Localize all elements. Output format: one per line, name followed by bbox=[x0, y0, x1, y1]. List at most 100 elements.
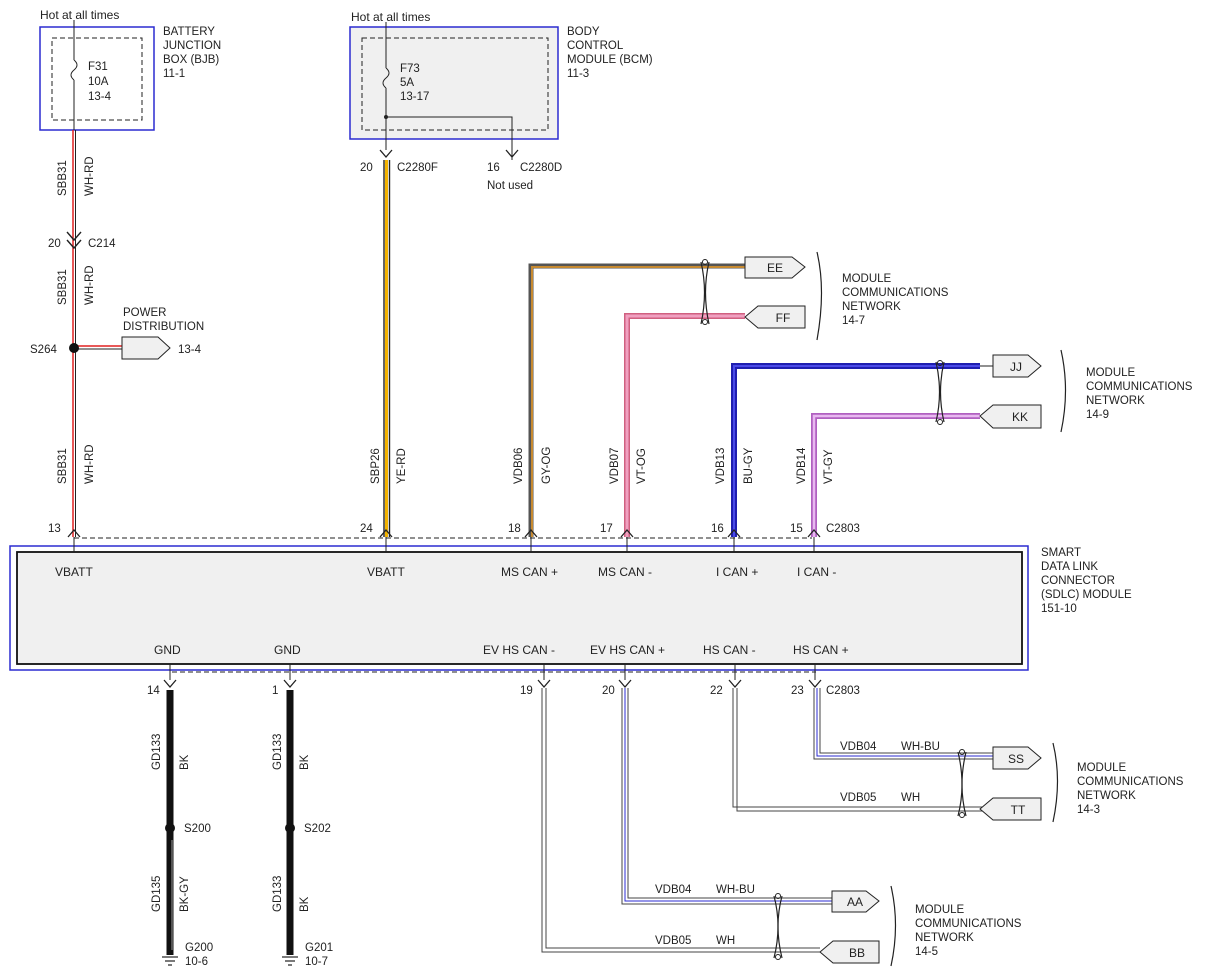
sdlc-label-ms-can-minus: MS CAN - bbox=[598, 565, 652, 579]
fuse-f31-amp: 10A bbox=[88, 76, 109, 88]
wh-label-2: WH bbox=[716, 935, 735, 947]
gd135-label: GD135 bbox=[151, 876, 163, 912]
gy-og-label: GY-OG bbox=[541, 447, 553, 484]
network-14-9-l3: NETWORK bbox=[1086, 395, 1145, 407]
vdb06-label: VDB06 bbox=[513, 448, 525, 484]
connector-c2280d: C2280D bbox=[520, 162, 562, 174]
sdlc-bottom-pin-1: 1 bbox=[272, 685, 278, 697]
vdb13-label: VDB13 bbox=[715, 448, 727, 484]
twisted-pair-icon bbox=[957, 749, 967, 818]
connector-bb-label: BB bbox=[849, 946, 865, 960]
connector-arrow-icon bbox=[66, 231, 82, 242]
wire-sbp26: SBP26 YE-RD bbox=[370, 160, 408, 537]
wh-rd-label-1: WH-RD bbox=[84, 156, 96, 196]
vdb04-label-1: VDB04 bbox=[840, 741, 877, 753]
power-distribution-connector-icon bbox=[121, 336, 171, 360]
network-14-5-l1: MODULE bbox=[915, 904, 965, 916]
bjb-ref: 11-1 bbox=[163, 68, 185, 80]
power-ref: 13-4 bbox=[178, 344, 202, 356]
ground-g201-circuit: S202 GD133 BK GD133 BK G201 10-7 bbox=[272, 690, 333, 968]
bcm-hot-label: Hot at all times bbox=[351, 10, 430, 24]
vdb14-label: VDB14 bbox=[796, 447, 808, 484]
ground-icon bbox=[282, 956, 298, 966]
bk-label-2: BK bbox=[299, 754, 311, 770]
wh-bu-label-1: WH-BU bbox=[901, 741, 940, 753]
network-14-7-l2: COMMUNICATIONS bbox=[842, 287, 949, 299]
body-control-module: Hot at all times F73 5A 13-17 BODY CONTR… bbox=[349, 10, 653, 150]
connector-ee: EE bbox=[744, 256, 806, 279]
sdlc-label-gnd-1: GND bbox=[154, 643, 181, 657]
c214-label: C214 bbox=[88, 238, 116, 250]
sdlc-label-i-can-plus: I CAN + bbox=[716, 565, 758, 579]
sdlc-top-pin-24: 24 bbox=[360, 523, 373, 535]
network-14-3: MODULE COMMUNICATIONS NETWORK 14-3 bbox=[1052, 742, 1184, 823]
sbp26-label: SBP26 bbox=[370, 448, 382, 484]
fuse-f73-icon bbox=[382, 67, 390, 89]
twisted-pair-icon bbox=[935, 360, 945, 425]
bjb-name-3: BOX (BJB) bbox=[163, 54, 219, 66]
network-14-9: MODULE COMMUNICATIONS NETWORK 14-9 bbox=[1060, 349, 1193, 433]
sdlc-bottom-pin-14: 14 bbox=[147, 685, 160, 697]
sdlc-top-connector: C2803 bbox=[826, 523, 860, 535]
connector-tag-icon bbox=[831, 890, 880, 913]
s264-label: S264 bbox=[30, 344, 57, 356]
bcm-name-3: MODULE (BCM) bbox=[567, 54, 653, 66]
network-14-3-ref: 14-3 bbox=[1077, 804, 1100, 816]
wire-ev-hs-can: VDB04 WH-BU VDB05 WH bbox=[541, 688, 832, 953]
sdlc-name-3: CONNECTOR bbox=[1041, 575, 1115, 587]
bk-gy-label: BK-GY bbox=[179, 876, 191, 912]
sdlc-label-hs-can-minus: HS CAN - bbox=[703, 643, 756, 657]
vt-gy-label: VT-GY bbox=[823, 449, 835, 484]
connector-tag-icon bbox=[992, 354, 1042, 378]
wire-vdb07: VDB07 VT-OG bbox=[609, 313, 745, 537]
s200-label: S200 bbox=[184, 823, 211, 835]
bjb-name-1: BATTERY bbox=[163, 26, 215, 38]
sdlc-top-pin-16: 16 bbox=[711, 523, 724, 535]
sdlc-label-vbatt-2: VBATT bbox=[367, 565, 405, 579]
network-14-9-ref: 14-9 bbox=[1086, 409, 1109, 421]
c214-pin: 20 bbox=[48, 238, 61, 250]
bjb-hot-label: Hot at all times bbox=[40, 8, 119, 22]
sdlc-top-pin-13: 13 bbox=[48, 523, 61, 535]
network-14-5-l3: NETWORK bbox=[915, 932, 974, 944]
sdlc-bottom-pin-23: 23 bbox=[791, 685, 804, 697]
wire-hs-can: VDB04 WH-BU VDB05 WH bbox=[732, 688, 993, 812]
fuse-f31-id: F31 bbox=[88, 61, 108, 73]
network-14-3-l2: COMMUNICATIONS bbox=[1077, 776, 1184, 788]
power-label-2: DISTRIBUTION bbox=[123, 321, 204, 333]
sdlc-top-pins: 13 24 18 17 16 15 C2803 bbox=[48, 523, 860, 552]
wire-vdb14: VDB14 VT-GY bbox=[796, 413, 980, 537]
sdlc-bottom-connector: C2803 bbox=[826, 685, 860, 697]
bracket-icon bbox=[1060, 349, 1067, 433]
connector-ff-label: FF bbox=[776, 311, 791, 325]
sdlc-label-gnd-2: GND bbox=[274, 643, 301, 657]
vdb04-label-2: VDB04 bbox=[655, 884, 692, 896]
fuse-f73-ref: 13-17 bbox=[400, 91, 429, 103]
sdlc-ref: 151-10 bbox=[1041, 603, 1077, 615]
wh-rd-label-2: WH-RD bbox=[84, 265, 96, 305]
pin-16: 16 bbox=[487, 162, 500, 174]
fuse-f73-amp: 5A bbox=[400, 77, 414, 89]
sbb31-label-3: SBB31 bbox=[57, 448, 69, 484]
network-14-5: MODULE COMMUNICATIONS NETWORK 14-5 bbox=[890, 885, 1022, 967]
sdlc-bottom-pin-22: 22 bbox=[710, 685, 723, 697]
sdlc-name-4: (SDLC) MODULE bbox=[1041, 589, 1132, 601]
battery-junction-box: Hot at all times F31 10A 13-4 BATTERY JU… bbox=[39, 8, 221, 131]
connector-ss-label: SS bbox=[1008, 752, 1024, 766]
bjb-name-2: JUNCTION bbox=[163, 40, 221, 52]
vdb05-label-1: VDB05 bbox=[840, 792, 876, 804]
wh-rd-label-3: WH-RD bbox=[84, 444, 96, 484]
sdlc-label-ms-can-plus: MS CAN + bbox=[501, 565, 558, 579]
sdlc-bottom-pin-19: 19 bbox=[520, 685, 533, 697]
connector-ss: SS bbox=[992, 746, 1042, 770]
splice-dot-icon bbox=[165, 823, 175, 833]
not-used-label: Not used bbox=[487, 180, 533, 192]
power-label-1: POWER bbox=[123, 307, 166, 319]
connector-tag-icon bbox=[744, 305, 806, 329]
vdb07-label: VDB07 bbox=[609, 448, 621, 484]
vdb05-label-2: VDB05 bbox=[655, 935, 691, 947]
gd133-label-2: GD133 bbox=[272, 734, 284, 770]
wh-label-1: WH bbox=[901, 792, 920, 804]
bracket-icon bbox=[890, 885, 897, 967]
